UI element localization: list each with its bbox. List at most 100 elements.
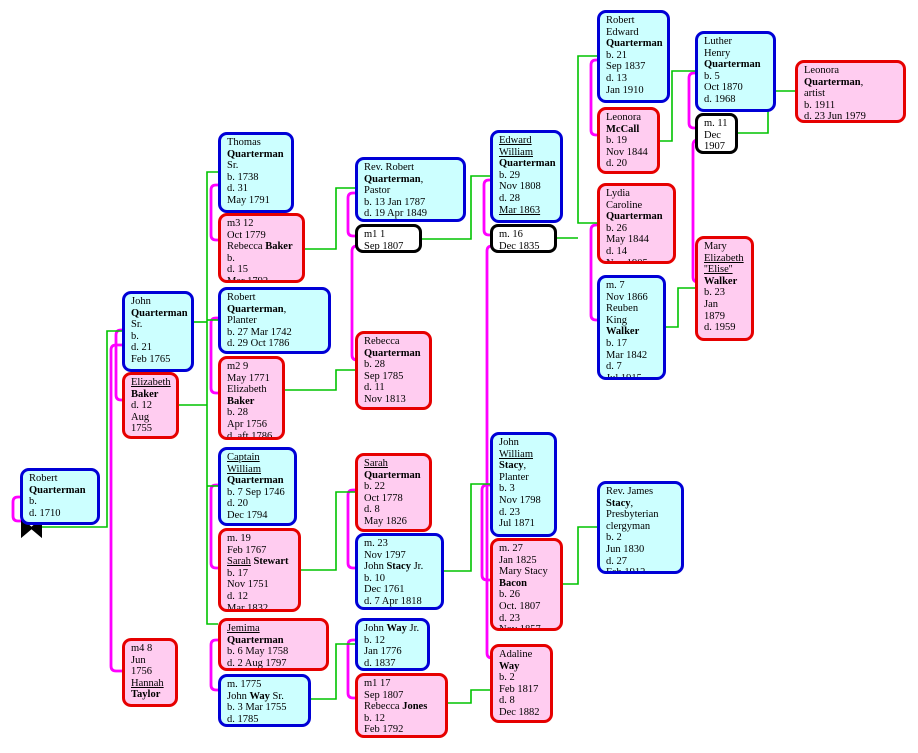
text-line: Quarterman: [227, 475, 284, 487]
text-line: d. 21: [131, 342, 152, 354]
spouse-link: [485, 244, 497, 660]
text-line: m. 19: [227, 533, 251, 544]
text-line: Leonora: [804, 65, 839, 76]
text-line: Quarterman: [606, 211, 663, 223]
text-line: Jul 1915: [606, 372, 642, 380]
text-line: Robert: [227, 292, 256, 303]
text-line: Mar 1842: [606, 349, 648, 361]
text-line: 1879: [704, 310, 725, 322]
text-line: Pastor: [364, 185, 391, 197]
spouse-link: [209, 183, 225, 242]
text-line: Nov 1844: [606, 146, 648, 158]
text-line: b. 12: [364, 712, 385, 724]
text-line: Nov 1813: [364, 393, 406, 405]
text-line: Aug 1921: [606, 170, 655, 171]
text-line: Jun: [131, 654, 146, 666]
text-line: b. 1911: [804, 99, 836, 111]
text-line: John: [131, 296, 151, 307]
text-line: b. 28: [364, 359, 385, 371]
text-line: b. 22: [364, 481, 385, 493]
text-line: Bacon: [499, 577, 528, 589]
text-line: May 1771: [227, 372, 270, 384]
text-line: b. 2: [606, 532, 622, 544]
text-line: Quarterman,: [804, 76, 864, 88]
text-line: Dec 1761: [364, 584, 405, 596]
text-line: Jan: [704, 298, 718, 310]
text-line: m4 8: [131, 643, 153, 654]
text-line: Dec 1882: [499, 706, 540, 718]
spouse-link: [346, 191, 362, 238]
text-line: Hannah: [131, 677, 164, 689]
text-line: Robert: [29, 473, 58, 484]
text-line: Quarterman,: [364, 173, 424, 185]
text-line: Jun 1830: [606, 543, 645, 555]
text-line: b. 21: [606, 49, 627, 61]
text-line: John Stacy Jr.: [364, 561, 424, 573]
text-line: m. 11: [704, 118, 728, 129]
text-line: May 1844: [606, 234, 649, 246]
text-line: m. 27: [499, 543, 523, 554]
spouse-link: [480, 483, 497, 582]
spouse-link: [11, 495, 29, 523]
spouse-link: [482, 178, 497, 237]
text-line: b. 26: [606, 222, 627, 234]
text-line: Caroline: [606, 199, 643, 211]
text-line: d. 1710: [29, 507, 61, 519]
text-line: Mary: [704, 241, 727, 252]
text-line: b.: [29, 496, 37, 508]
text-line: b. 7 Sep 1746: [227, 486, 285, 498]
text-line: McCall: [606, 123, 640, 135]
text-line: d. 31: [227, 183, 248, 195]
text-line: May 1826: [364, 515, 407, 527]
text-line: d. 12: [131, 400, 152, 412]
text-line: Sarah Stewart: [227, 556, 289, 568]
text-line: b. 17: [606, 337, 627, 349]
text-line: b. 2: [499, 672, 515, 684]
text-line: clergyman: [606, 520, 651, 532]
text-line: m1 17: [364, 678, 391, 689]
parent-child-link: [444, 483, 490, 572]
parent-child-link: [660, 70, 695, 142]
text-line: m. 23: [364, 538, 388, 549]
text-line: 1755: [131, 423, 152, 435]
text-line: King: [606, 314, 627, 326]
text-line: Captain: [227, 452, 260, 463]
spouse-link: [346, 638, 362, 700]
text-line: d. 7 Apr 1818: [364, 595, 422, 607]
text-line: artist: [804, 88, 825, 100]
text-line: Stacy,: [606, 497, 634, 509]
